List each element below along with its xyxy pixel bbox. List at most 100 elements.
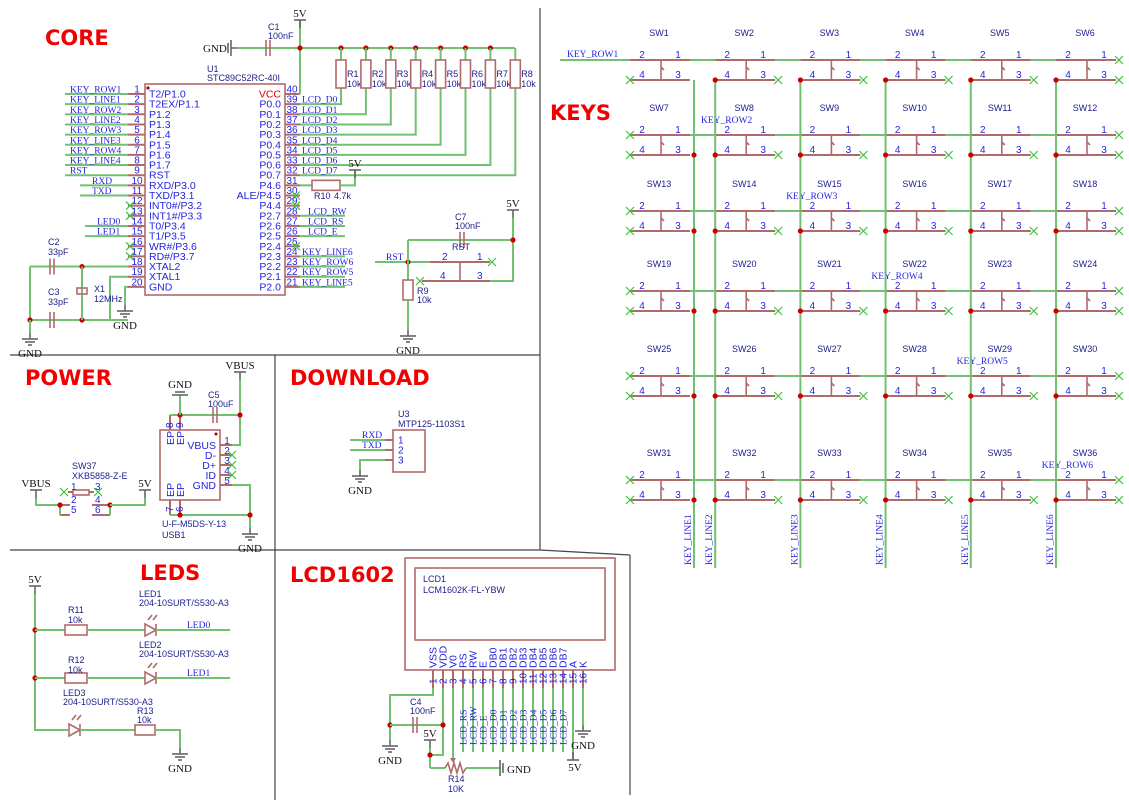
pin-name: P4.6 (259, 180, 281, 192)
no-connect-icon (858, 150, 868, 160)
pin-name: INT0#/P3.2 (149, 200, 202, 212)
nc-stroke (1114, 75, 1124, 85)
r14-value: 10K (448, 784, 464, 794)
r9-value: 10k (417, 295, 432, 305)
pin-number: 4 (1065, 301, 1071, 312)
wire (300, 88, 417, 136)
junction-dot (1053, 308, 1059, 314)
switch-ref: SW35 (988, 448, 1013, 458)
c5-ref: C5 (208, 390, 220, 400)
net-label: KEY_ROW2 (70, 106, 121, 116)
pin-number: 12 (131, 196, 143, 207)
power-port-icon (139, 489, 151, 498)
pin-number: 3 (1101, 386, 1107, 397)
net-label: LCD_D6 (550, 709, 560, 745)
pin-number: 3 (675, 70, 681, 81)
junction-dot (883, 497, 889, 503)
switch-ref: SW29 (988, 344, 1013, 354)
pin-number: 15 (569, 672, 580, 684)
junction-dot (691, 152, 697, 158)
pin-number: 1 (1016, 470, 1022, 481)
pin-name: P4.4 (259, 200, 281, 212)
switch-ref: SW3 (820, 28, 840, 38)
pin-number: 2 (639, 50, 645, 61)
no-connect-icon (1114, 150, 1124, 160)
net-label: LCD_RS (308, 217, 343, 227)
net-label: KEY_LINE6 (1046, 514, 1056, 565)
net-label: KEY_ROW3 (70, 126, 121, 136)
junction-dot (691, 308, 697, 314)
switch-ref: SW1 (649, 28, 669, 38)
nc-stroke (858, 391, 868, 401)
no-connect-icon (625, 391, 635, 401)
resistor-icon (509, 59, 522, 89)
pin1-marker (214, 432, 218, 436)
pin-number: 4 (1065, 490, 1071, 501)
gnd-label: GND (168, 763, 192, 775)
pin-number: 5 (224, 476, 230, 487)
pin-name: ALE/P4.5 (237, 190, 282, 202)
lcd-ref: LCD1 (423, 574, 446, 584)
no-connect-icon (773, 75, 783, 85)
nc-stroke (625, 495, 635, 505)
arrow (76, 714, 82, 721)
power-port-icon (30, 489, 42, 498)
net-label: LED0 (187, 621, 210, 631)
nc-stroke (944, 495, 954, 505)
pin-number: 1 (675, 125, 681, 136)
sw37-part: XKB5858-Z-E (72, 471, 128, 481)
pin-number: 3 (931, 145, 937, 156)
power-port-icon (567, 752, 579, 761)
resistor-icon (360, 59, 372, 89)
switch-actuator (1086, 66, 1091, 71)
pin-number: 40 (286, 85, 298, 96)
pin-number: 4 (95, 495, 101, 506)
pin-name: P2.7 (259, 210, 281, 222)
nc-stroke (858, 226, 868, 236)
switch-actuator (830, 66, 835, 71)
nc-stroke (858, 306, 868, 316)
pin-number: 1 (134, 85, 140, 96)
net-label: LCD_D5 (540, 709, 550, 745)
switch-actuator (1086, 141, 1091, 146)
no-connect-icon (944, 495, 954, 505)
crystal-icon (76, 287, 88, 295)
pin-number: 1 (760, 50, 766, 61)
resistor-icon (409, 59, 422, 89)
r10-ref: R10 (314, 191, 331, 201)
pin-number: 2 (810, 281, 816, 292)
pin-number: 2 (724, 470, 730, 481)
pin-number: 2 (724, 50, 730, 61)
pin-number: 2 (724, 201, 730, 212)
pin-name: EP (165, 483, 177, 497)
pin-name: P0.3 (259, 129, 281, 141)
pin-number: 4 (1065, 221, 1071, 232)
gnd-label: GND (203, 43, 227, 55)
no-connect-icon (291, 201, 301, 211)
no-connect-icon (1114, 306, 1124, 316)
pin-name: P0.6 (259, 160, 281, 172)
wire (359, 459, 385, 470)
switch-actuator (745, 486, 750, 491)
nc-stroke (1029, 150, 1039, 160)
pin-number: 1 (675, 366, 681, 377)
r10-value: 4.7k (334, 191, 352, 201)
net-label: KEY_LINE5 (961, 514, 971, 565)
net-label: KEY_ROW6 (302, 258, 353, 268)
nc-stroke (944, 75, 954, 85)
power-port-icon (349, 169, 361, 178)
switch-ref: SW26 (732, 344, 757, 354)
pin-number: 4 (134, 115, 140, 126)
capacitor-icon (49, 312, 55, 328)
junction-dot (883, 77, 889, 83)
capacitor-icon (49, 258, 55, 275)
pin-number: 27 (286, 216, 298, 227)
net-label: LED0 (97, 217, 120, 227)
pin-number: 3 (760, 490, 766, 501)
pin-number: 1 (224, 436, 230, 447)
pin-number: 4 (724, 301, 730, 312)
tri (144, 622, 158, 638)
switch-actuator (745, 66, 750, 71)
pin-name: P1.3 (149, 119, 171, 131)
